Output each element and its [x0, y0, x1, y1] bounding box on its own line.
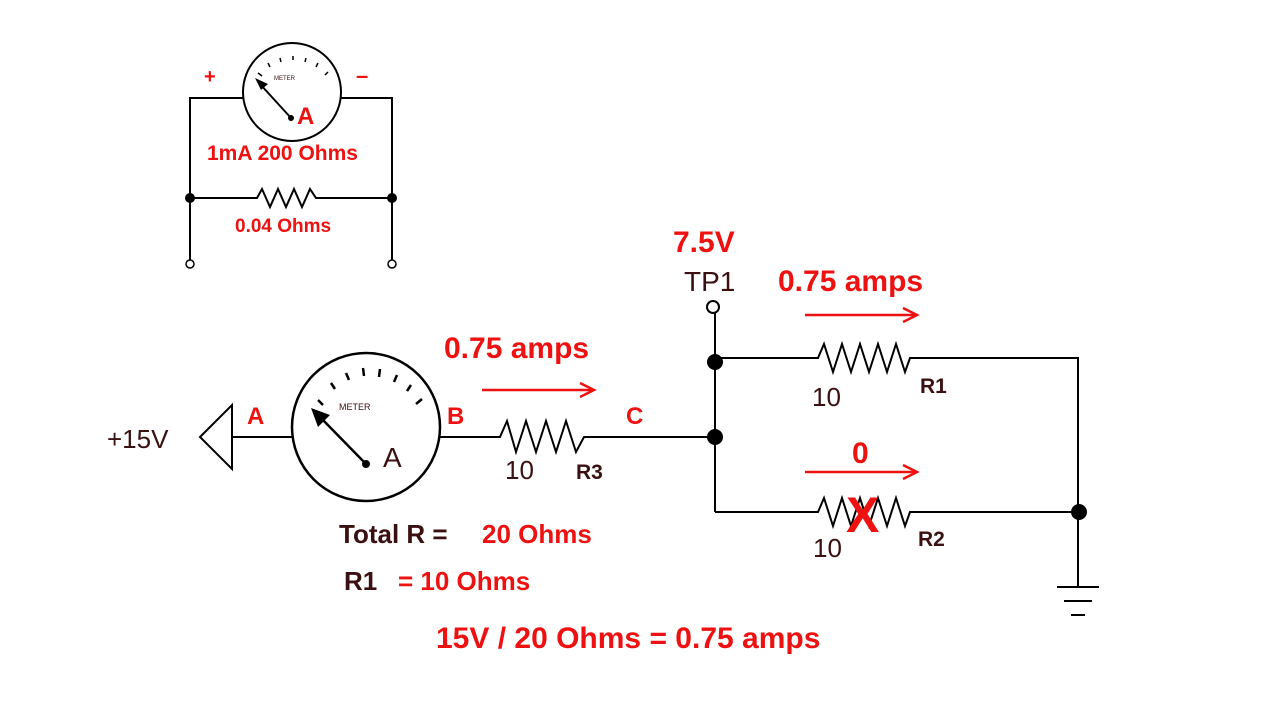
node-label-c: C [626, 403, 643, 430]
main-needle-pivot [362, 460, 370, 468]
main-needle-tip [311, 408, 330, 427]
inset-terminal-right [387, 259, 397, 269]
r2-name: R2 [918, 528, 945, 551]
main-meter-face [290, 351, 442, 503]
main-meter-letter: A [383, 442, 402, 473]
main-ammeter: METER A [290, 351, 442, 503]
inset-meter-letter: A [297, 103, 314, 130]
r1-note-value: = 10 Ohms [398, 566, 530, 596]
voltage-source-symbol [198, 402, 233, 472]
inset-needle-pivot [288, 115, 294, 121]
inset-meter-needle [259, 83, 292, 119]
inset-needle-tip [255, 78, 268, 90]
r2-value: 10 [813, 533, 842, 563]
inset-terminal-left [185, 259, 195, 269]
tp1-name: TP1 [684, 266, 735, 297]
current-arrow-r1 [805, 306, 920, 324]
calculation-notes: Total R = 20 Ohms R1 = 10 Ohms 15V / 20 … [339, 519, 820, 655]
node-label-b: B [447, 403, 464, 430]
inset-right-wire [340, 97, 393, 262]
test-point-tp1 [706, 300, 720, 314]
open-resistor-mark: X [846, 487, 879, 543]
r1-name: R1 [920, 375, 947, 398]
inset-meter-shunt-circuit: METER + – A 1mA 200 Ohms 0.04 Ohms [185, 42, 397, 269]
resistor-r3 [440, 417, 715, 456]
tp1-voltage: 7.5V [673, 226, 735, 259]
inset-shunt-value: 0.04 Ohms [235, 216, 331, 237]
inset-meter-face-label: METER [274, 76, 296, 82]
node-label-a: A [247, 403, 264, 430]
main-circuit: METER A [107, 226, 1099, 616]
r1-note-label: R1 [344, 566, 377, 596]
inset-ammeter: METER [242, 42, 342, 142]
r2-current-label: 0 [852, 437, 869, 470]
junction-r1 [707, 354, 723, 370]
current-equation: 15V / 20 Ohms = 0.75 amps [436, 622, 820, 655]
inset-meter-face [242, 42, 342, 142]
resistor-r2 [715, 494, 1078, 530]
inset-junction-left [185, 193, 195, 203]
source-voltage-label: +15V [107, 424, 169, 454]
ground-symbol [1057, 512, 1099, 616]
junction-main-node [707, 429, 723, 445]
resistor-r1 [715, 340, 1079, 512]
inset-shunt-resistor [190, 186, 392, 210]
series-current-label: 0.75 amps [444, 332, 589, 365]
inset-junction-right [387, 193, 397, 203]
r1-value: 10 [812, 382, 841, 412]
r3-value: 10 [505, 455, 534, 485]
inset-minus-sign: – [356, 63, 368, 88]
main-meter-needle [319, 416, 367, 465]
r3-name: R3 [576, 461, 603, 484]
current-arrow-series [482, 381, 597, 399]
current-arrow-r2 [805, 463, 920, 481]
inset-plus-sign: + [204, 66, 216, 88]
main-meter-face-label: METER [339, 402, 371, 412]
total-r-label: Total R = [339, 519, 448, 549]
inset-left-wire [189, 97, 244, 262]
inset-meter-spec: 1mA 200 Ohms [207, 142, 358, 165]
r1-current-label: 0.75 amps [778, 265, 923, 298]
total-r-value: 20 Ohms [482, 519, 592, 549]
